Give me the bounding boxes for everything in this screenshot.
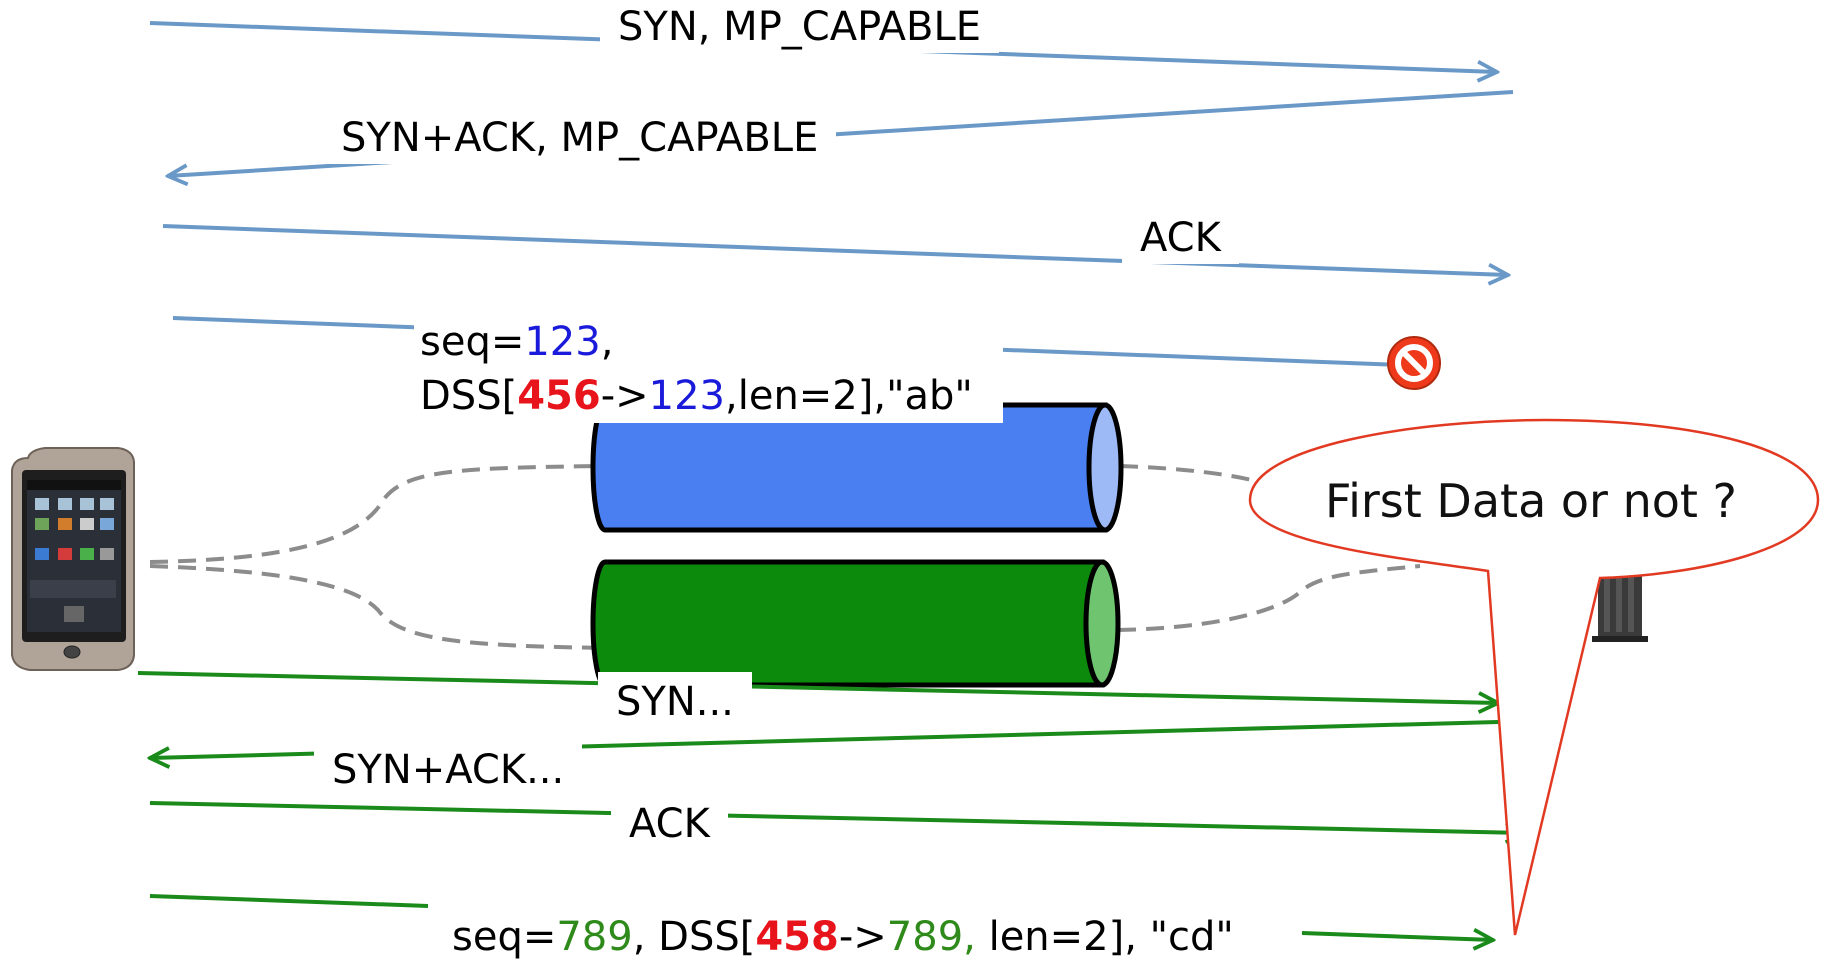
dashed-path-upper-right <box>1119 464 1261 484</box>
label-synack-2: SYN+ACK... <box>314 744 583 796</box>
prohibited-icon <box>1387 336 1441 390</box>
bubble-text: First Data or not ? <box>1325 474 1737 528</box>
blue-messages <box>149 21 1514 367</box>
dss-arrow-1: -> <box>600 373 649 419</box>
dashed-path-lower-right <box>1117 564 1421 632</box>
green-subflow-tube <box>590 559 1121 688</box>
arrow-ack-2 <box>149 801 1525 833</box>
arrow-data-green-right <box>1301 933 1493 940</box>
label-ack-1: ACK <box>1122 212 1239 264</box>
dss-prefix-1: DSS[ <box>420 373 518 419</box>
label-first-data-blue-line2: DSS[456->123,len=2],"ab" <box>420 369 973 423</box>
green-messages <box>137 671 1525 940</box>
label-ack-2: ACK <box>611 798 728 850</box>
dss-value-2: 458 <box>755 914 839 960</box>
label-first-data-blue-line1: seq=123, <box>420 315 973 369</box>
label-syn-2: SYN... <box>598 672 752 732</box>
speech-bubble <box>1248 418 1820 936</box>
smartphone-icon <box>11 447 135 671</box>
dashed-path-upper <box>149 464 606 564</box>
dss-value-1: 456 <box>517 373 601 419</box>
seq-prefix-2: seq= <box>452 914 557 960</box>
dss-seq-1: 123 <box>648 373 725 419</box>
label-syn-mp-capable: SYN, MP_CAPABLE <box>600 1 1000 53</box>
dss-arrow-2: -> <box>838 914 887 960</box>
seq-prefix-1: seq= <box>420 319 525 365</box>
dashed-path-lower <box>149 564 613 650</box>
seq-comma-1: , <box>600 319 614 365</box>
server-icon <box>1592 560 1648 642</box>
arrow-syn-2 <box>137 671 1498 703</box>
dashed-connections <box>149 464 1421 650</box>
label-data-green: seq=789, DSS[458->789, len=2], "cd" <box>434 911 1252 963</box>
arrow-ack-1 <box>162 224 1508 275</box>
dss-seq-2: 789, <box>886 914 976 960</box>
seq-value-2: 789 <box>556 914 633 960</box>
blue-subflow-tube <box>590 402 1124 533</box>
dss-suffix-2: len=2], "cd" <box>975 914 1234 960</box>
label-first-data-blue: seq=123, DSS[456->123,len=2],"ab" <box>414 315 1003 423</box>
dss-suffix-1: ,len=2],"ab" <box>725 373 973 419</box>
dss-prefix-2: , DSS[ <box>632 914 756 960</box>
seq-value-1: 123 <box>524 319 601 365</box>
label-synack-mp-capable: SYN+ACK, MP_CAPABLE <box>323 112 837 164</box>
arrow-data-green-left <box>149 894 429 908</box>
